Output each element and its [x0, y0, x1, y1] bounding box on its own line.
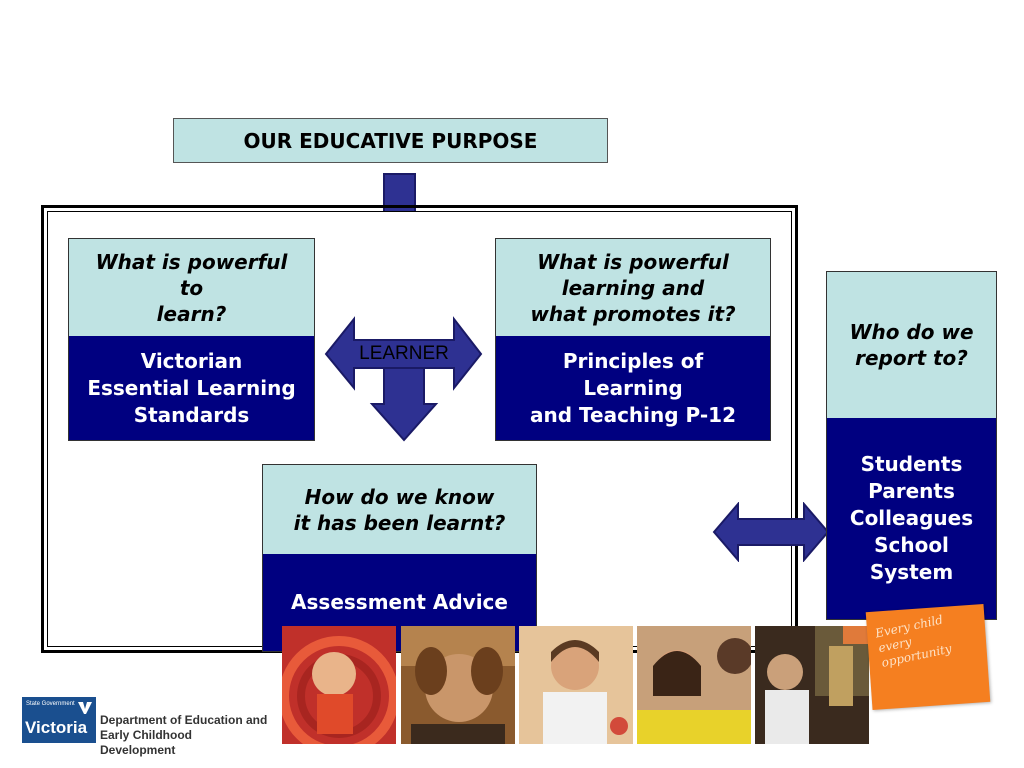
- card-answer: Principles of Learning and Teaching P-12: [496, 336, 770, 440]
- logo-big-text: Victoria: [25, 718, 88, 737]
- card-answer: Students Parents Colleagues School Syste…: [827, 418, 996, 619]
- victoria-v-icon: [78, 702, 92, 714]
- students-writing-photo: [637, 626, 751, 744]
- slogan-card: Every child every opportunity: [865, 604, 991, 710]
- victoria-logo: State Government Victoria: [22, 697, 96, 743]
- card-principles: What is powerful learning and what promo…: [495, 238, 771, 441]
- card-question: How do we know it has been learnt?: [263, 465, 536, 554]
- card-question: Who do we report to?: [827, 272, 996, 418]
- classroom-photo: [755, 626, 869, 744]
- child-with-hands-photo: [401, 626, 515, 744]
- department-name: Department of Education and Early Childh…: [100, 713, 268, 757]
- child-in-tube-photo: [282, 626, 396, 744]
- card-assessment: How do we know it has been learnt? Asses…: [262, 464, 537, 652]
- card-question: What is powerful learning and what promo…: [496, 239, 770, 336]
- card-question: What is powerful to learn?: [69, 239, 314, 336]
- learner-label: LEARNER: [359, 343, 449, 364]
- double-arrow-icon: [712, 502, 830, 562]
- purpose-title: OUR EDUCATIVE PURPOSE: [173, 118, 608, 163]
- card-answer: Victorian Essential Learning Standards: [69, 336, 314, 440]
- student-at-desk-photo: [519, 626, 633, 744]
- card-report: Who do we report to? Students Parents Co…: [826, 271, 997, 620]
- logo-small-text: State Government: [26, 701, 75, 707]
- card-learning-standards: What is powerful to learn? Victorian Ess…: [68, 238, 315, 441]
- learner-cross-arrow-icon: [324, 316, 483, 442]
- slogan-text: Every child every opportunity: [873, 612, 953, 670]
